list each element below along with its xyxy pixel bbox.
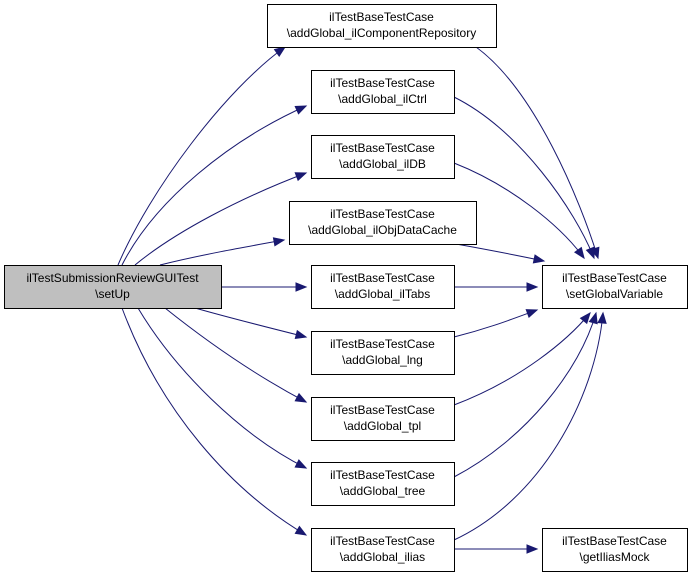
node-root[interactable]: ilTestSubmissionReviewGUITest \setUp (4, 265, 222, 309)
node-box (311, 462, 455, 506)
node-label-line1: ilTestBaseTestCase (330, 403, 435, 417)
arrowhead (272, 237, 286, 247)
node-box (542, 265, 688, 309)
node-label-line2: \addGlobal_tree (340, 484, 426, 498)
arrowhead (295, 282, 308, 292)
node-label-line1: ilTestBaseTestCase (330, 76, 435, 90)
edge-n_cache-to-n_setvar (455, 243, 545, 262)
node-box (289, 201, 477, 245)
node-label-line1: ilTestBaseTestCase (562, 271, 667, 285)
arrowhead (532, 254, 546, 264)
arrowhead (294, 329, 308, 340)
node-box (311, 331, 455, 375)
node-label-line1: ilTestBaseTestCase (330, 534, 435, 548)
edge-n_lng-to-n_setvar (453, 309, 538, 338)
edge-root-to-n_tree (137, 307, 307, 469)
node-n_tree[interactable]: ilTestBaseTestCase \addGlobal_tree (311, 462, 455, 506)
node-label-line2: \getIliasMock (579, 550, 650, 564)
arrowhead (525, 309, 539, 319)
arrowhead (273, 46, 287, 57)
edge-n_db-to-n_setvar (453, 162, 585, 259)
arrowhead (579, 311, 591, 325)
edge-n_comp-to-n_setvar (475, 46, 599, 259)
node-box (542, 528, 688, 572)
node-label-line2: \addGlobal_ilObjDataCache (308, 223, 457, 237)
node-box (267, 4, 497, 48)
node-label-line2: \addGlobal_ilTabs (335, 287, 430, 301)
node-label-line1: ilTestBaseTestCase (330, 468, 435, 482)
node-label-line1: ilTestBaseTestCase (330, 141, 435, 155)
edge-n_tree-to-n_setvar (453, 312, 597, 478)
node-label-line2: \setUp (95, 287, 130, 301)
node-n_tabs[interactable]: ilTestBaseTestCase \addGlobal_ilTabs (311, 265, 455, 309)
edge-n_tpl-to-n_setvar (453, 312, 591, 406)
node-label-line1: ilTestBaseTestCase (330, 337, 435, 351)
node-n_cache[interactable]: ilTestBaseTestCase \addGlobal_ilObjDataCa… (289, 201, 477, 245)
node-n_comp[interactable]: ilTestBaseTestCase \addGlobal_ilComponent… (267, 4, 497, 48)
node-n_tpl[interactable]: ilTestBaseTestCase \addGlobal_tpl (311, 397, 455, 441)
node-label-line2: \addGlobal_lng (342, 353, 423, 367)
node-label-line1: ilTestSubmissionReviewGUITest (26, 271, 199, 285)
node-box (311, 397, 455, 441)
node-n_mock[interactable]: ilTestBaseTestCase \getIliasMock (542, 528, 688, 572)
edge-root-to-n_cache (159, 239, 285, 266)
node-n_lng[interactable]: ilTestBaseTestCase \addGlobal_lng (311, 331, 455, 375)
node-box (311, 70, 455, 114)
arrowhead (597, 311, 607, 324)
arrowhead (294, 172, 308, 182)
edge-root-to-n_comp (117, 46, 286, 266)
edge-root-to-n_ilias (121, 307, 307, 536)
node-label-line2: \addGlobal_ilDB (339, 157, 426, 171)
arrowhead (294, 105, 308, 115)
arrowhead (588, 311, 598, 325)
arrowhead (585, 246, 595, 260)
node-box (311, 265, 455, 309)
node-n_db[interactable]: ilTestBaseTestCase \addGlobal_ilDB (311, 135, 455, 179)
node-n_ctrl[interactable]: ilTestBaseTestCase \addGlobal_ilCtrl (311, 70, 455, 114)
node-label-line1: ilTestBaseTestCase (329, 10, 434, 24)
edges-layer (117, 46, 607, 554)
node-box (4, 265, 222, 309)
node-label-line2: \setGlobalVariable (566, 287, 663, 301)
arrowhead (294, 525, 308, 536)
node-label-line1: ilTestBaseTestCase (330, 271, 435, 285)
edge-n_ilias-to-n_setvar (453, 312, 604, 541)
arrowhead (573, 246, 585, 260)
edge-n_ctrl-to-n_setvar (453, 96, 595, 259)
edge-root-to-n_lng (194, 307, 307, 338)
arrowhead (526, 544, 539, 554)
node-n_ilias[interactable]: ilTestBaseTestCase \addGlobal_ilias (311, 528, 455, 572)
node-label-line1: ilTestBaseTestCase (562, 534, 667, 548)
node-label-line2: \addGlobal_tpl (344, 419, 421, 433)
arrowhead (526, 282, 539, 292)
nodes-layer: ilTestSubmissionReviewGUITest\setUpilTes… (4, 4, 688, 572)
edge-root-to-n_tpl (164, 307, 307, 403)
edge-root-to-n_db (134, 172, 307, 266)
node-label-line1: ilTestBaseTestCase (330, 207, 435, 221)
node-label-line2: \addGlobal_ilias (340, 550, 425, 564)
node-n_setvar[interactable]: ilTestBaseTestCase \setGlobalVariable (542, 265, 688, 309)
arrowhead (294, 459, 308, 469)
node-box (311, 528, 455, 572)
node-label-line2: \addGlobal_ilCtrl (338, 92, 427, 106)
node-label-line2: \addGlobal_ilComponentRepository (287, 26, 476, 40)
arrowhead (294, 392, 308, 403)
node-box (311, 135, 455, 179)
edge-root-to-n_ctrl (121, 105, 307, 266)
